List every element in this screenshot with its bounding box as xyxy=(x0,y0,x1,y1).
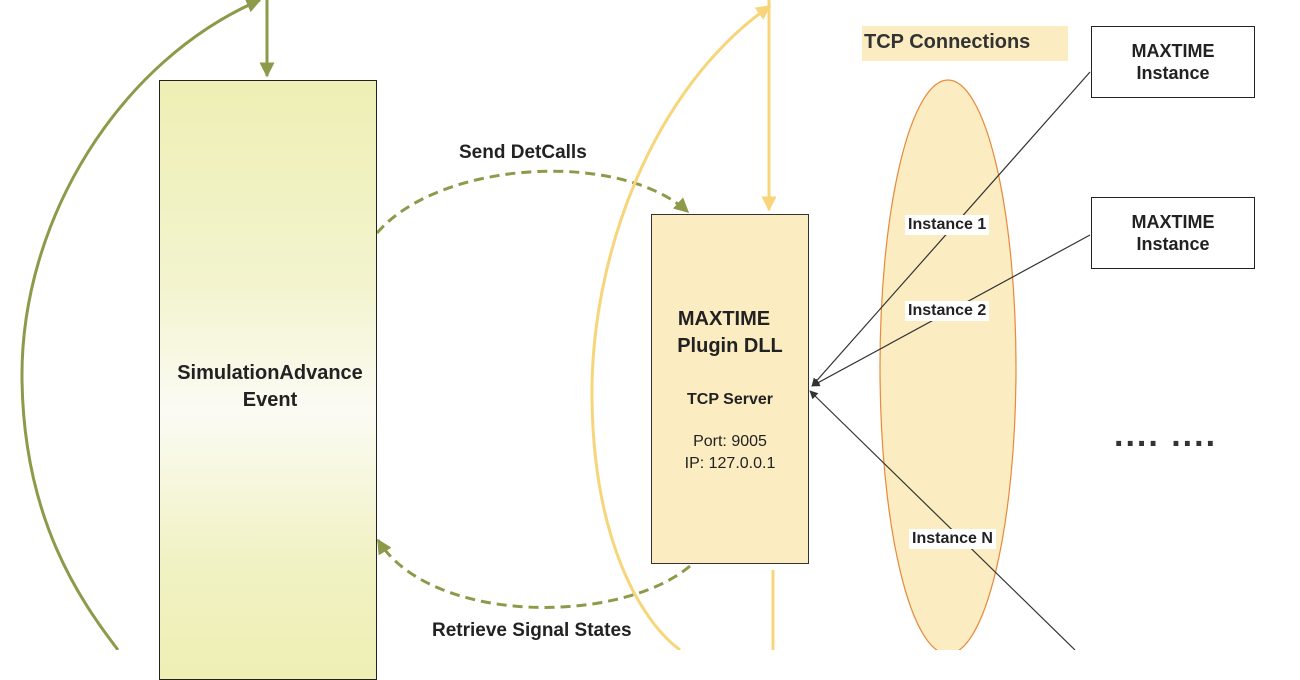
instance-1-label: Instance 1 xyxy=(905,215,990,235)
tcp-server-label: TCP Server xyxy=(687,391,773,408)
retrieve-signal-states-label: Retrieve Signal States xyxy=(432,620,632,641)
ip-text: IP: 127.0.0.1 xyxy=(684,455,776,472)
instance-2-label: Instance 2 xyxy=(905,301,990,321)
tcp-connections-heading: TCP Connections xyxy=(862,26,1068,61)
port-text: Port: 9005 xyxy=(693,433,767,450)
tcp-connections-ellipse xyxy=(879,79,1017,650)
yellow-loop-arc xyxy=(590,4,772,650)
send-detcalls-label: Send DetCalls xyxy=(459,142,587,163)
more-instances-ellipsis: .... .... xyxy=(1114,416,1218,454)
simulation-advance-event-box xyxy=(159,80,377,680)
maxtime-plugin-dll-box xyxy=(651,214,809,564)
olive-loop-arc xyxy=(20,0,262,650)
maxtime-instance-box-1: MAXTIME Instance xyxy=(1091,26,1255,98)
plugin-box-title-line2: Plugin DLL xyxy=(677,335,783,357)
simulation-box-title-line2: Event xyxy=(242,389,298,411)
maxtime-instance-2-line2: Instance xyxy=(1136,234,1210,254)
connection-line-instance-n xyxy=(809,390,1076,650)
maxtime-instance-2-line1: MAXTIME xyxy=(1131,212,1215,232)
instance-n-label: Instance N xyxy=(909,529,996,549)
plugin-box-title-line1: MAXTIME xyxy=(677,308,771,330)
maxtime-instance-1-line2: Instance xyxy=(1136,63,1210,83)
retrieve-signal-states-arrow xyxy=(376,538,691,609)
maxtime-instance-box-2: MAXTIME Instance xyxy=(1091,197,1255,269)
maxtime-instance-1-line1: MAXTIME xyxy=(1131,41,1215,61)
send-detcalls-arrow xyxy=(375,169,690,234)
simulation-box-title-line1: SimulationAdvance xyxy=(177,362,363,384)
